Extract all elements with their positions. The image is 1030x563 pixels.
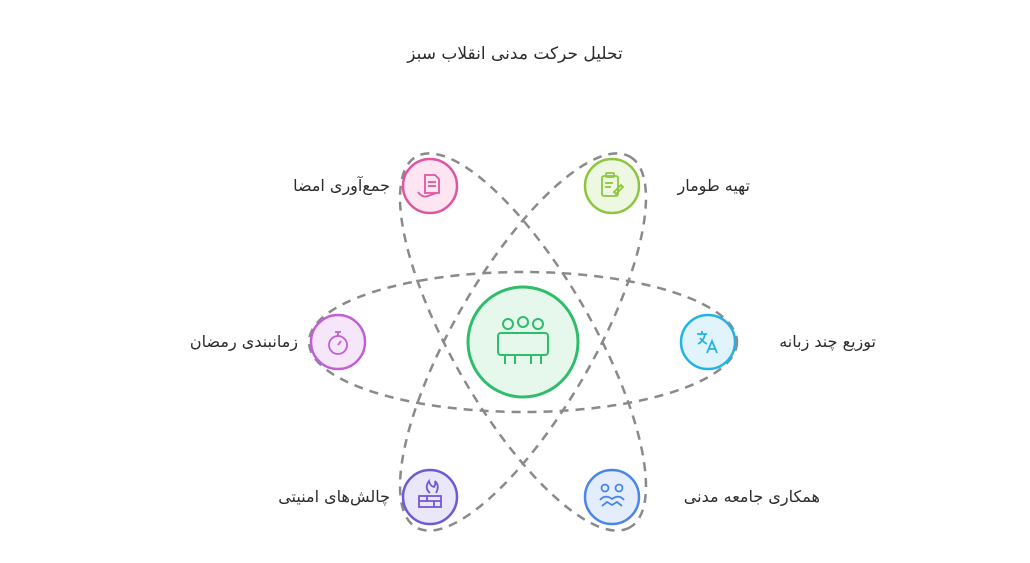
label-security-challenges: چالش‌های امنیتی <box>278 487 390 506</box>
label-petition-collection: جمع‌آوری امضا <box>293 176 390 195</box>
signature-document-icon <box>417 174 440 198</box>
node-security-challenges <box>401 468 459 526</box>
meeting-group-icon <box>497 316 549 364</box>
node-ramadan-timing <box>309 313 367 371</box>
node-petition-collection <box>401 157 459 215</box>
label-civil-society: همکاری جامعه مدنی <box>683 487 820 506</box>
node-civil-society <box>583 468 641 526</box>
label-multilingual-distribution: توزیع چند زبانه <box>779 332 876 351</box>
center-node <box>466 285 580 399</box>
label-petition-preparation: تهیه طومار <box>677 176 751 195</box>
orbits <box>307 152 739 532</box>
translate-icon <box>697 331 718 354</box>
node-multilingual-distribution <box>679 313 737 371</box>
orbit-diagonal-a <box>398 152 648 532</box>
firewall-icon <box>418 478 442 508</box>
orbit-diagonal-b <box>398 152 648 532</box>
label-ramadan-timing: زمانبندی رمضان <box>189 332 298 351</box>
clipboard-edit-icon <box>601 172 625 197</box>
diagram-title: تحلیل حرکت مدنی انقلاب سبز <box>407 44 623 64</box>
stopwatch-icon <box>328 331 348 355</box>
collaboration-icon <box>599 483 625 507</box>
orbit-horizontal <box>307 270 739 414</box>
node-petition-preparation <box>583 157 641 215</box>
